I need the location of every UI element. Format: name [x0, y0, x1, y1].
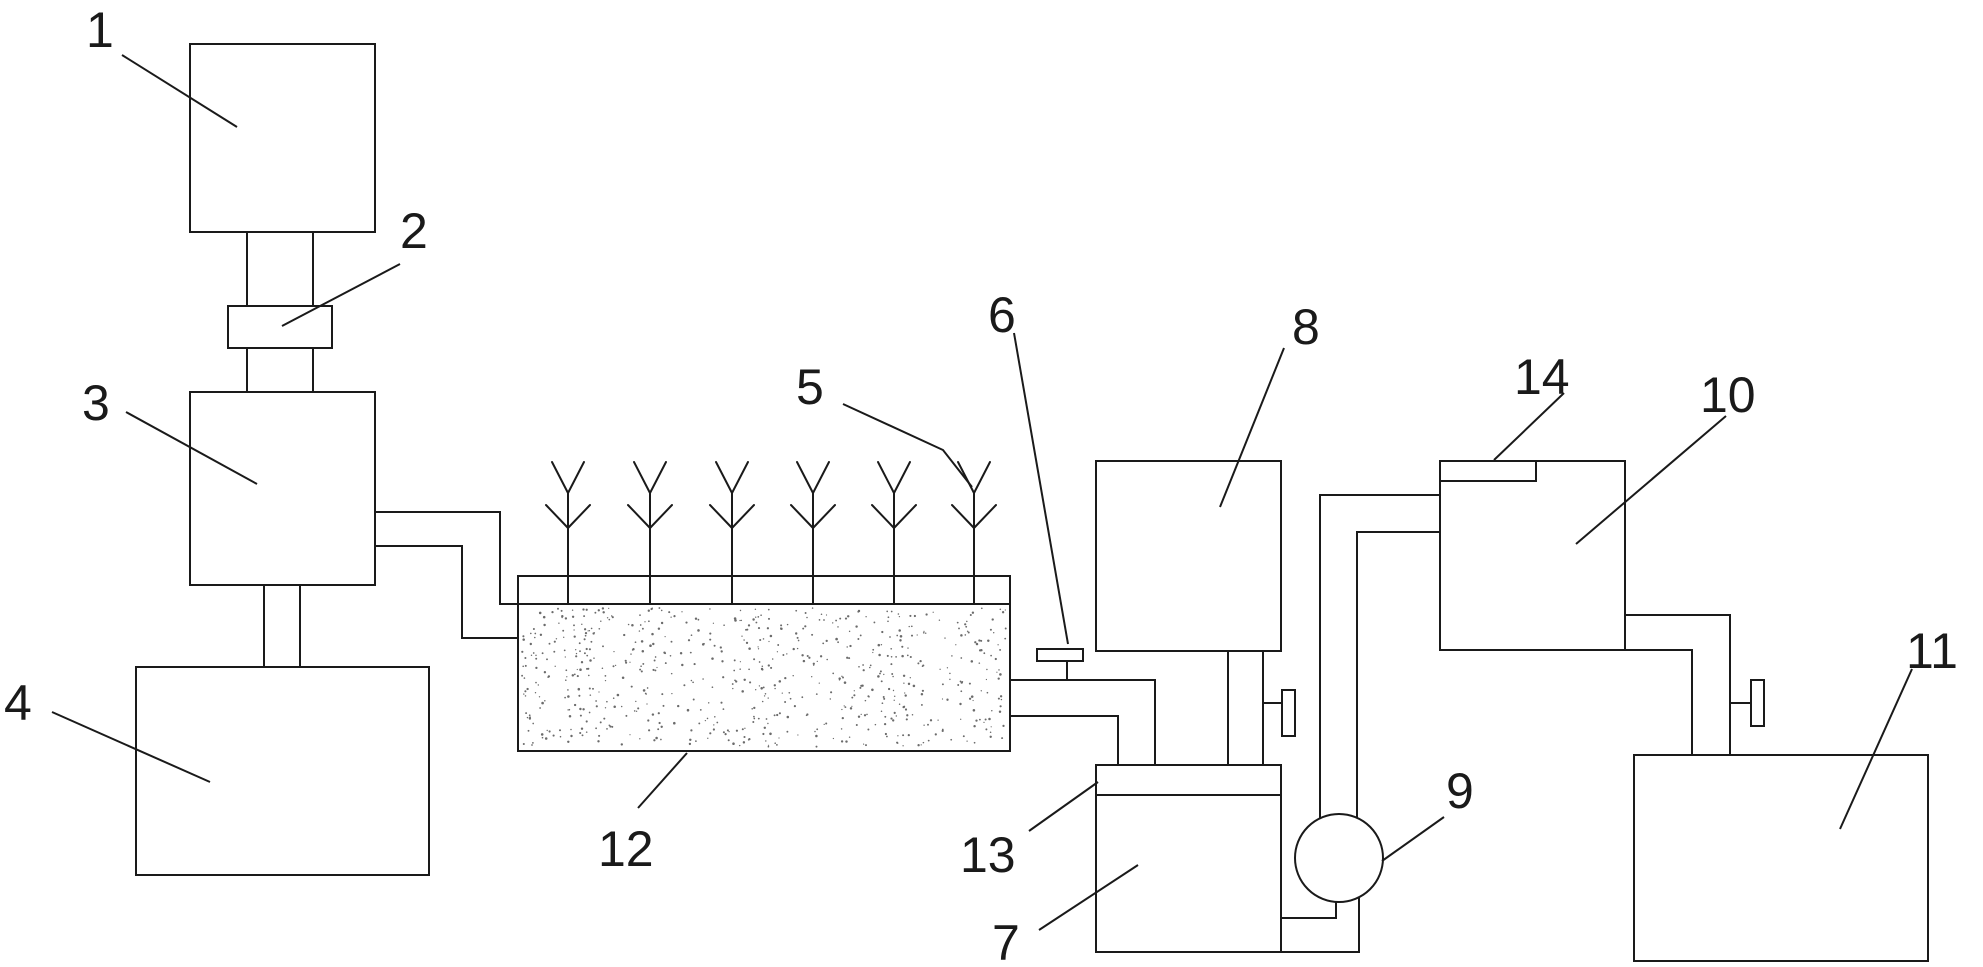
- label-7: 7: [992, 915, 1020, 967]
- planting-bed-top-layer: [517, 575, 1011, 605]
- label-4: 4: [4, 675, 32, 731]
- label-14: 14: [1514, 349, 1570, 405]
- pipe-3-to-12: [374, 511, 519, 639]
- unit-8-group: [1095, 460, 1296, 766]
- label-5: 5: [796, 359, 824, 415]
- plant-2: [627, 461, 673, 605]
- unit-5-plants: [545, 461, 997, 605]
- label-11: 11: [1906, 623, 1958, 679]
- soil-texture: [521, 607, 1007, 748]
- plant-3: [709, 461, 755, 605]
- plant-1: [545, 461, 591, 605]
- plant-4: [790, 461, 836, 605]
- unit-7-group: [1095, 764, 1282, 953]
- plant-6: [951, 461, 997, 605]
- label-2: 2: [400, 203, 428, 259]
- label-9: 9: [1446, 763, 1474, 819]
- label-10: 10: [1700, 367, 1756, 423]
- unit-11-box: [1633, 754, 1929, 962]
- leader-lines: [51, 54, 1913, 931]
- label-1: 1: [86, 2, 114, 58]
- unit-8-box: [1095, 460, 1282, 652]
- unit-12-planting-bed: [517, 575, 1011, 752]
- left-column: [135, 43, 430, 876]
- unit-2-coupling: [227, 305, 333, 349]
- number-labels: 1 2 3 4 5 6 7 8 9 10 11 12 13 14: [4, 2, 1958, 967]
- label-6: 6: [988, 287, 1016, 343]
- pump-9: [1294, 813, 1384, 903]
- valve-pipe-8: [1281, 689, 1296, 737]
- soil-layer: [517, 603, 1011, 752]
- unit-7-box: [1095, 764, 1282, 953]
- valve-6: [1036, 648, 1084, 662]
- label-13: 13: [960, 827, 1016, 883]
- unit-10-box: [1439, 460, 1626, 651]
- valve-pipe-11: [1750, 679, 1765, 727]
- unit-14-element: [1439, 460, 1537, 482]
- unit-3-box: [189, 391, 376, 586]
- label-8: 8: [1292, 299, 1320, 355]
- label-3: 3: [82, 375, 110, 431]
- unit-1-box: [189, 43, 376, 233]
- label-12: 12: [598, 821, 654, 877]
- pipe-12-to-7: [1009, 648, 1156, 766]
- unit-4-box: [135, 666, 430, 876]
- unit-10-group: [1439, 460, 1765, 756]
- plant-5: [871, 461, 917, 605]
- pump-9-circuit: [1280, 494, 1441, 953]
